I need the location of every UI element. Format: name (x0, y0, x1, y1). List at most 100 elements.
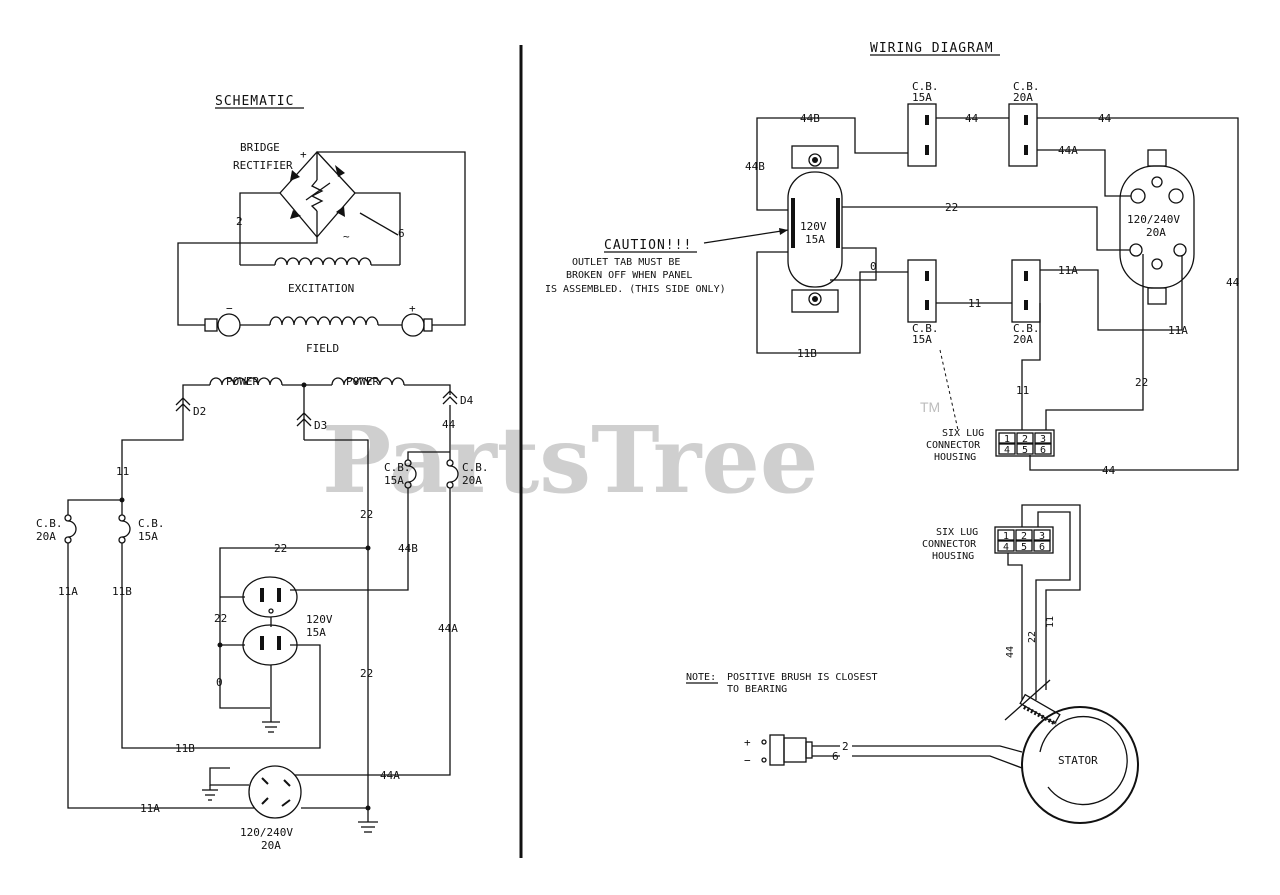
outlet-120v-wiring-rating: 15A (805, 233, 825, 246)
wire-label-44a-horiz: 44A (380, 769, 400, 782)
cb-15a-bottom-label: C.B. (912, 322, 939, 335)
outlet-240v-rating: 20A (261, 839, 281, 852)
outlet-240v-label: 120/240V (240, 826, 293, 839)
field-label: FIELD (306, 342, 339, 355)
cb-20a-right-rating: 20A (462, 474, 482, 487)
schematic-panel: SCHEMATIC BRIDGE RECTIFIER + ~ 2 6 (36, 94, 489, 852)
outlet-240v-twistlock (202, 765, 368, 819)
svg-text:6: 6 (1040, 445, 1046, 456)
wire-label-22-left: 22 (214, 612, 227, 625)
d4-label: D4 (460, 394, 474, 407)
lug1-line-2: CONNECTOR (926, 440, 981, 451)
svg-text:4: 4 (1003, 542, 1009, 553)
wire-label-22: 22 (945, 201, 958, 214)
bridge-label-2: RECTIFIER (233, 159, 293, 172)
outlet-240v-wiring-label: 120/240V (1127, 213, 1180, 226)
wire-bridge-plus-field (317, 151, 466, 326)
svg-text:2: 2 (1022, 434, 1028, 445)
wire-44a-wiring (1037, 149, 1131, 197)
brush-minus: − (744, 754, 751, 767)
wire-6-brush (852, 755, 1023, 769)
d3-label: D3 (314, 419, 327, 432)
wire-label-11-stator: 11 (1045, 616, 1056, 628)
cb-15a-bottom (907, 259, 937, 323)
wire-22-stator (1035, 511, 1071, 700)
cb-20a-left-label: C.B. (36, 517, 63, 530)
outlet-120v-wiring (787, 145, 843, 313)
wire-label-11b-bottom: 11B (175, 742, 195, 755)
diode-d4 (442, 390, 458, 405)
cb-20a-top-label: C.B. (1013, 80, 1040, 93)
cb-20a-left-rating: 20A (36, 530, 56, 543)
wire-label-6: 6 (398, 227, 405, 240)
wire-label-22-low: 22 (360, 667, 373, 680)
watermark-tm: TM (920, 399, 940, 415)
wire-11 (121, 410, 184, 500)
wire-label-22-stator: 22 (1027, 631, 1038, 643)
cb-15a-right-rating: 15A (384, 474, 404, 487)
wire-label-11a-top: 11A (58, 585, 78, 598)
wire-44b-wiring (756, 117, 908, 211)
outlet-240v-wiring-rating: 20A (1146, 226, 1166, 239)
wire-label-44-bottom: 44 (1102, 464, 1116, 477)
lug1-line-3: HOUSING (934, 452, 976, 463)
wiring-panel: WIRING DIAGRAM C.B. 15A C.B. 20A C.B. 15… (545, 41, 1240, 824)
svg-text:6: 6 (1039, 542, 1045, 553)
lug2-line-2: CONNECTOR (922, 539, 977, 550)
svg-text:3: 3 (1039, 531, 1045, 542)
cb-20a-right (446, 440, 459, 489)
cb-15a-top-rating: 15A (912, 91, 932, 104)
diode-d2 (175, 397, 191, 412)
bridge-tilde: ~ (343, 230, 350, 243)
svg-text:3: 3 (1040, 434, 1046, 445)
cb-20a-top-rating: 20A (1013, 91, 1033, 104)
wire-22-horiz (219, 547, 368, 709)
outlet-240v-wiring (1119, 149, 1195, 305)
cb-15a-top-label: C.B. (912, 80, 939, 93)
wire-0-wiring (830, 247, 877, 281)
outlet-120v-wiring-label: 120V (800, 220, 827, 233)
cb-20a-bottom (1011, 259, 1041, 323)
lug1-line-1: SIX LUG (942, 428, 984, 439)
stator-label: STATOR (1058, 754, 1098, 767)
field-plus: + (409, 302, 416, 315)
bridge-rectifier-symbol (279, 151, 356, 239)
wire-6-right (355, 192, 401, 265)
excitation-label: EXCITATION (288, 282, 354, 295)
wire-label-2-brush: 2 (842, 740, 849, 753)
note-line-1: POSITIVE BRUSH IS CLOSEST (727, 672, 878, 683)
stator-symbol (1004, 679, 1139, 824)
wire-44-loop (1029, 117, 1239, 471)
wire-label-44b-top: 44B (800, 112, 820, 125)
wire-22-wiring (842, 206, 1130, 251)
cb-15a-top (907, 103, 937, 167)
svg-text:1: 1 (1004, 434, 1010, 445)
wire-label-11a-bottom: 11A (1168, 324, 1188, 337)
bridge-plus: + (300, 148, 307, 161)
caution-leader-line (703, 229, 789, 244)
wire-label-22-down: 22 (1135, 376, 1148, 389)
caution-line-3: IS ASSEMBLED. (THIS SIDE ONLY) (545, 284, 726, 295)
diode-d3 (296, 412, 312, 427)
note-label: NOTE: (686, 672, 716, 683)
wire-11b-wiring (756, 251, 908, 354)
svg-text:5: 5 (1021, 542, 1027, 553)
outlet-120v-label: 120V (306, 613, 333, 626)
wire-label-44a: 44A (1058, 144, 1078, 157)
wiring-title: WIRING DIAGRAM (870, 41, 994, 56)
brush-plus: + (744, 736, 751, 749)
wire-label-44-stator: 44 (1005, 646, 1016, 658)
wire-label-44: 44 (442, 418, 456, 431)
caution-line-1: OUTLET TAB MUST BE (572, 257, 680, 268)
wire-44-stator (1007, 553, 1023, 700)
lug2-line-3: HOUSING (932, 551, 974, 562)
excitation-coil (240, 257, 400, 266)
svg-text:5: 5 (1022, 445, 1028, 456)
wire-label-44-b: 44 (1098, 112, 1112, 125)
wire-label-6-brush: 6 (832, 750, 839, 763)
wire-22-down (1045, 254, 1144, 430)
lug-leader-line (939, 349, 959, 431)
wire-label-11: 11 (116, 465, 129, 478)
